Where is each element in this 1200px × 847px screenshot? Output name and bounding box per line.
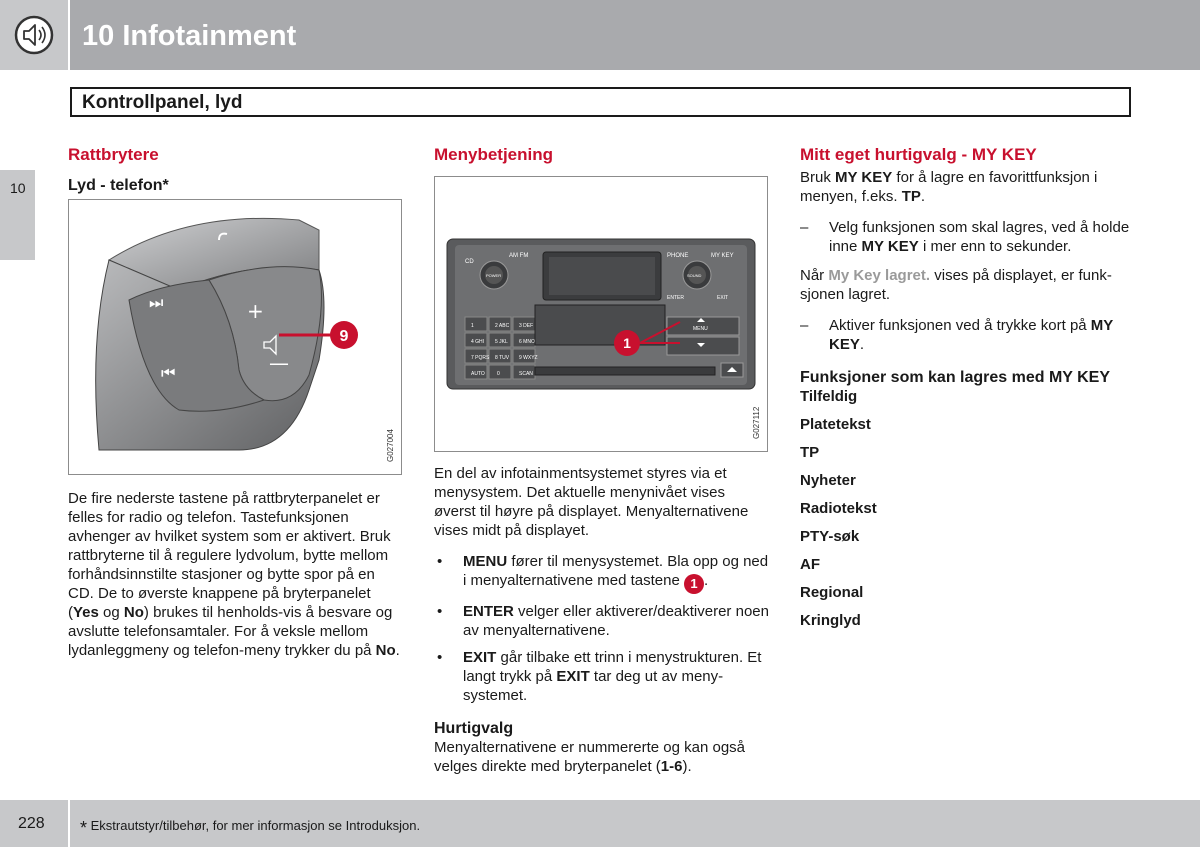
control-panel-figure: CD AM FM POWER PHONE MY KEY SOUND ENTER … xyxy=(434,176,768,452)
svg-text:MENU: MENU xyxy=(693,326,708,332)
list-item: Kringlyd xyxy=(800,612,861,629)
steering-switch-illustration: ⏭ ⏮ + — 9 xyxy=(95,217,358,451)
svg-text:CD: CD xyxy=(465,259,474,265)
svg-text:1: 1 xyxy=(471,323,474,329)
svg-text:EXIT: EXIT xyxy=(717,295,728,301)
subheading-lyd-telefon: Lyd - telefon* xyxy=(68,177,169,194)
page-number: 228 xyxy=(18,815,45,832)
footer-left-box xyxy=(0,800,68,847)
my-key-intro: Bruk MY KEY for å lagre en favorittfunks… xyxy=(800,169,1098,205)
svg-text:6 MNO: 6 MNO xyxy=(519,339,535,345)
svg-text:2 ABC: 2 ABC xyxy=(495,323,510,329)
svg-text:AUTO: AUTO xyxy=(471,371,485,377)
svg-text:5 JKL: 5 JKL xyxy=(495,339,508,345)
bullet-menu: •MENU fører til menysystemet. Bla opp og… xyxy=(434,552,770,594)
my-key-saved-text: Når My Key lagret. vises på displayet, e… xyxy=(800,267,1112,303)
phone-answer-icon xyxy=(123,222,132,231)
functions-list: Tilfeldig Platetekst TP Nyheter Radiotek… xyxy=(800,387,1136,639)
steering-switch-figure: ⏭ ⏮ + — 9 G027004 xyxy=(68,199,402,475)
side-tab xyxy=(0,170,35,260)
section-title-box: Kontrollpanel, lyd xyxy=(70,87,1131,117)
speaker-icon xyxy=(14,15,54,55)
chapter-title: 10 Infotainment xyxy=(82,20,297,52)
hurtigvalg-body: Menyalternativene er nummererte og kan o… xyxy=(434,739,746,775)
plus-icon: + xyxy=(247,299,264,323)
heading-menybetjening: Menybetjening xyxy=(434,145,554,164)
footnote: * Ekstrautstyr/tilbehør, for mer informa… xyxy=(80,818,421,838)
bullet-exit: •EXIT går tilbake ett trinn i menystrukt… xyxy=(437,649,762,704)
side-tab-number: 10 xyxy=(10,180,26,196)
column-3: Mitt eget hurtigvalg - MY KEY Bruk MY KE… xyxy=(800,145,1136,639)
bullet-enter: •ENTER velger eller aktiverer/deaktivere… xyxy=(437,603,769,639)
dash-step-1: –Velg funksjonen som skal lagres, ved å … xyxy=(800,219,1130,255)
phone-end-icon xyxy=(218,232,228,241)
svg-text:0: 0 xyxy=(497,371,500,377)
column-2: Menybetjening CD AM FM POWER PHONE MY KE… xyxy=(434,145,770,788)
list-item: Regional xyxy=(800,584,864,601)
svg-text:SCAN: SCAN xyxy=(519,371,533,377)
control-panel-illustration: CD AM FM POWER PHONE MY KEY SOUND ENTER … xyxy=(446,238,756,390)
heading-rattbrytere: Rattbrytere xyxy=(68,145,159,164)
svg-text:3 DEF: 3 DEF xyxy=(519,323,533,329)
callout-9: 9 xyxy=(340,328,349,345)
list-item: AF xyxy=(800,556,820,573)
column-1: Rattbrytere Lyd - telefon* ⏭ ⏮ + — xyxy=(68,145,404,672)
svg-text:ENTER: ENTER xyxy=(667,295,684,301)
svg-text:SOUND: SOUND xyxy=(687,273,702,278)
svg-text:9 WXYZ: 9 WXYZ xyxy=(519,355,538,361)
svg-text:4 GHI: 4 GHI xyxy=(471,339,484,345)
callout-1: 1 xyxy=(623,335,631,351)
list-item: Radiotekst xyxy=(800,500,877,517)
svg-text:POWER: POWER xyxy=(486,273,501,278)
footer-bar xyxy=(70,800,1200,847)
svg-text:MY KEY: MY KEY xyxy=(711,253,734,259)
callout-1-inline: 1 xyxy=(683,574,704,594)
volume-icon xyxy=(263,334,277,356)
next-track-icon: ⏭ xyxy=(149,293,163,312)
list-item: Tilfeldig xyxy=(800,388,858,405)
svg-text:8 TUV: 8 TUV xyxy=(495,355,510,361)
svg-text:7 PQRS: 7 PQRS xyxy=(471,355,490,361)
svg-text:AM FM: AM FM xyxy=(509,253,528,259)
svg-text:PHONE: PHONE xyxy=(667,253,688,259)
rattbrytere-body: De fire nederste tastene på rattbryterpa… xyxy=(68,490,400,659)
list-item: Nyheter xyxy=(800,472,856,489)
dash-step-2: –Aktiver funksjonen ved å trykke kort på… xyxy=(800,317,1114,353)
heading-functions-list: Funksjoner som kan lagres med MY KEY xyxy=(800,369,1111,386)
menybetjening-intro: En del av infotainmentsystemet styres vi… xyxy=(434,465,749,539)
section-title: Kontrollpanel, lyd xyxy=(82,92,243,113)
prev-track-icon: ⏮ xyxy=(161,363,175,382)
heading-hurtigvalg: Hurtigvalg xyxy=(434,720,514,737)
list-item: Platetekst xyxy=(800,416,871,433)
heading-my-key: Mitt eget hurtigvalg - MY KEY xyxy=(800,145,1037,164)
figure-code-2: G027112 xyxy=(752,406,761,439)
list-item: PTY-søk xyxy=(800,528,860,545)
minus-icon: — xyxy=(269,351,289,375)
header-bar xyxy=(70,0,1200,70)
figure-code: G027004 xyxy=(386,429,395,462)
list-item: TP xyxy=(800,444,820,461)
